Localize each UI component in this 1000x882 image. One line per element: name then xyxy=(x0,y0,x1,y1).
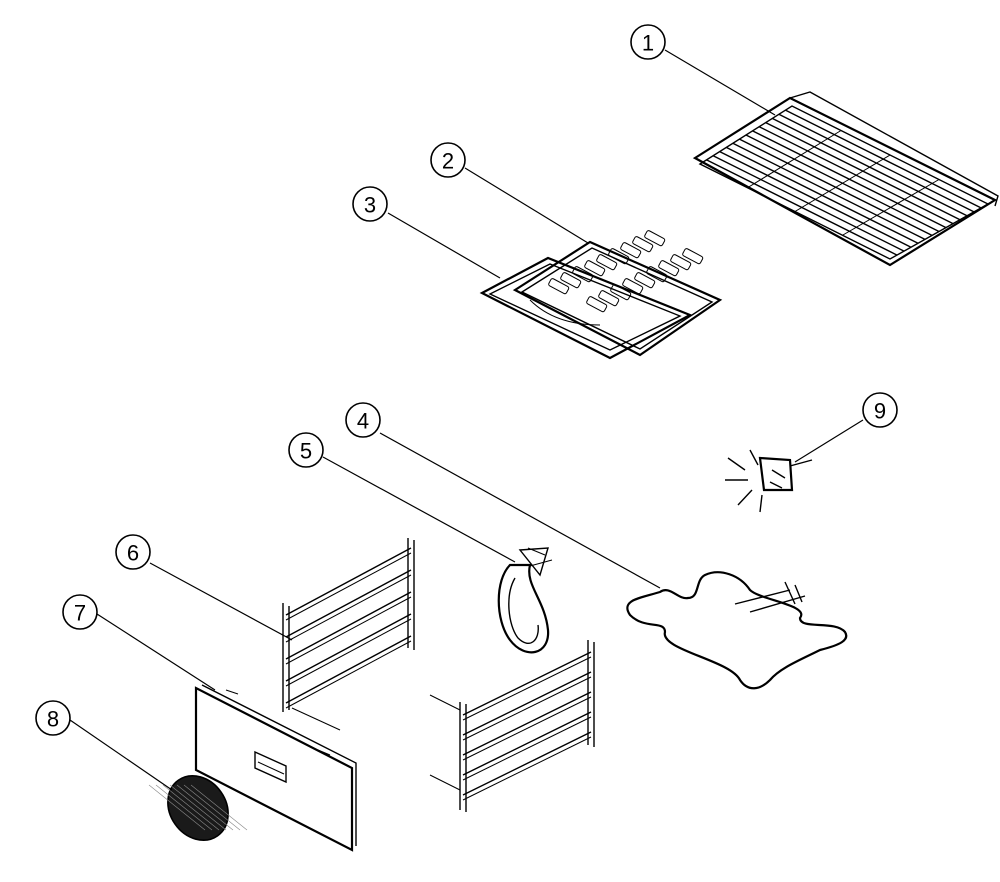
leader-line-2 xyxy=(464,167,589,244)
gasket-part[interactable] xyxy=(497,547,553,654)
callout-9[interactable]: 9 xyxy=(862,392,898,428)
callout-circle xyxy=(345,402,381,438)
grid-slot xyxy=(658,260,680,277)
callout-circle xyxy=(862,392,898,428)
bake-element-part[interactable] xyxy=(626,571,848,690)
callout-number: 2 xyxy=(442,149,454,174)
callout-circle xyxy=(115,534,151,570)
support-rail xyxy=(285,569,412,638)
leader-line-4 xyxy=(379,432,661,589)
mesh-line xyxy=(183,784,241,831)
callout-circle xyxy=(35,700,71,736)
leader-line-7 xyxy=(96,613,216,691)
rack-crossbar xyxy=(794,154,891,212)
support-rail xyxy=(285,547,412,616)
callout-7[interactable]: 7 xyxy=(62,594,98,630)
leader-line-1 xyxy=(664,49,776,116)
grid-slot xyxy=(634,272,656,289)
back-panel-part[interactable] xyxy=(194,684,357,852)
support-rail-edge xyxy=(462,716,592,781)
mesh-line xyxy=(169,784,227,831)
callout-number: 7 xyxy=(74,601,86,626)
support-rail-edge xyxy=(462,736,592,801)
callout-circle xyxy=(430,142,466,178)
callout-6[interactable]: 6 xyxy=(115,534,151,570)
callout-circle xyxy=(62,594,98,630)
broiler-grid-part[interactable] xyxy=(512,230,723,357)
callout-1[interactable]: 1 xyxy=(630,24,666,60)
callout-number: 4 xyxy=(357,409,369,434)
grid-slot xyxy=(646,266,668,283)
callout-3[interactable]: 3 xyxy=(352,186,388,222)
callout-number: 5 xyxy=(300,439,312,464)
fan-cover-part[interactable] xyxy=(148,764,248,852)
grid-slot xyxy=(584,260,606,277)
callout-number: 8 xyxy=(47,707,59,732)
leader-line-8 xyxy=(69,719,173,791)
broiler-pan-part[interactable] xyxy=(479,256,693,360)
support-rail-edge xyxy=(462,656,592,721)
callout-circle xyxy=(288,432,324,468)
callout-8[interactable]: 8 xyxy=(35,700,71,736)
support-rail xyxy=(285,613,412,682)
support-rail-edge xyxy=(285,574,412,643)
support-rail-edge xyxy=(285,640,412,709)
support-rail xyxy=(285,635,412,704)
leader-line-6 xyxy=(149,562,293,641)
rack-crossbar xyxy=(842,179,940,236)
support-rail xyxy=(462,671,592,736)
grid-slot xyxy=(620,242,642,259)
support-rail xyxy=(462,651,592,716)
oven-rack-part[interactable] xyxy=(692,91,999,267)
grid-slot xyxy=(682,248,704,265)
rack-support-left-part[interactable] xyxy=(282,538,415,731)
callout-number: 9 xyxy=(874,399,886,424)
support-rail-edge xyxy=(285,596,412,665)
support-rail xyxy=(462,711,592,776)
grid-slot xyxy=(598,290,620,307)
callout-circle xyxy=(352,186,388,222)
grid-slot xyxy=(670,254,692,271)
support-rail-edge xyxy=(285,618,412,687)
fan-motor-part[interactable] xyxy=(725,449,813,513)
grid-slot xyxy=(586,296,608,313)
mesh-line xyxy=(155,784,213,831)
grid-slot xyxy=(644,230,666,247)
grid-slot xyxy=(560,272,582,289)
mesh-line xyxy=(162,784,220,831)
leader-line-5 xyxy=(322,456,516,563)
leader-line-9 xyxy=(794,419,864,463)
callout-number: 3 xyxy=(364,193,376,218)
rack-support-right-part[interactable] xyxy=(429,640,595,812)
mesh-line xyxy=(148,784,206,831)
support-rail-edge xyxy=(462,676,592,741)
callout-number: 1 xyxy=(642,31,654,56)
grid-slot xyxy=(632,236,654,253)
support-rail-edge xyxy=(462,696,592,761)
callout-number: 6 xyxy=(127,541,139,566)
grid-slot xyxy=(622,278,644,295)
mesh-line xyxy=(190,784,248,831)
grid-slot xyxy=(608,248,630,265)
rack-crossbar xyxy=(747,130,842,189)
grid-slot xyxy=(596,254,618,271)
support-rail xyxy=(462,731,592,796)
leader-line-3 xyxy=(387,212,501,279)
callout-circle xyxy=(630,24,666,60)
callout-4[interactable]: 4 xyxy=(345,402,381,438)
grid-slot xyxy=(548,278,570,295)
support-rail xyxy=(285,591,412,660)
support-rail xyxy=(462,691,592,756)
mesh-line xyxy=(176,784,234,831)
callout-2[interactable]: 2 xyxy=(430,142,466,178)
support-rail-edge xyxy=(285,552,412,621)
callout-5[interactable]: 5 xyxy=(288,432,324,468)
